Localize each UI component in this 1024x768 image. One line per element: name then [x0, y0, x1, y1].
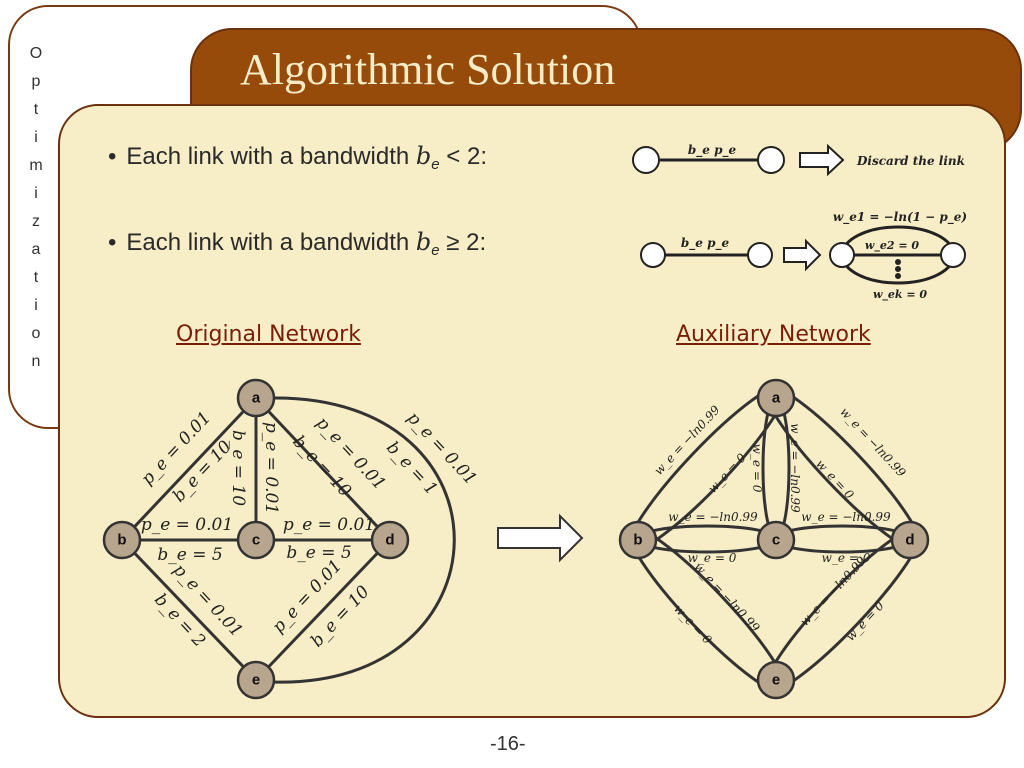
aux-cd-top: w_e = −ln0.99 — [801, 510, 891, 524]
aux-node-d — [890, 520, 930, 560]
rule2-arrow — [783, 238, 822, 272]
side-letter: t — [33, 269, 39, 286]
side-letter: n — [31, 353, 41, 370]
side-letter: t — [33, 101, 39, 118]
rule2-dot-3 — [895, 273, 901, 279]
bullet-2-text: Each link with a bandwidth — [126, 229, 416, 256]
page-number: -16- — [490, 733, 526, 755]
bullet-2: •Each link with a bandwidth be ≥ 2: — [108, 228, 487, 259]
bullet-2-rel: ≥ 2: — [439, 229, 487, 256]
orig-node-e-label: e — [252, 672, 260, 689]
rule1-graphic: b_e p_e Discard the link — [632, 143, 965, 177]
aux-node-a — [756, 378, 796, 418]
rule2-dot-1 — [895, 259, 901, 265]
side-letter: O — [29, 45, 43, 62]
aux-node-c — [756, 520, 796, 560]
bullet-1-sub: e — [431, 156, 440, 173]
side-letter: p — [31, 73, 41, 90]
orig-node-d — [370, 520, 410, 560]
orig-node-b-label: b — [117, 532, 126, 549]
rule2-node-b — [940, 242, 966, 268]
rule2-node-right — [747, 242, 773, 268]
aux-de-outer: w_e = 0 — [843, 598, 887, 643]
rule2-w2: w_e2 = 0 — [865, 239, 919, 253]
orig-node-c — [236, 520, 276, 560]
side-letter: a — [31, 241, 41, 258]
aux-node-e — [756, 660, 796, 700]
orig-edge-de — [254, 538, 392, 682]
aux-ab-inner: w_e = 0 — [705, 450, 749, 495]
rule2-edge-label: b_e p_e — [681, 236, 730, 251]
orig-bc-b: b_e = 5 — [157, 545, 222, 565]
orig-ac-p: p_e = 0.01 — [261, 422, 281, 514]
bullet-2-sub: e — [431, 242, 440, 259]
rule1-node-right — [757, 146, 785, 174]
aux-node-b — [618, 520, 658, 560]
rule2-node-a — [829, 242, 855, 268]
orig-edge-ae — [271, 396, 456, 684]
rule1-arrow — [799, 143, 845, 177]
orig-ac-b: b_e = 10 — [228, 430, 248, 506]
rule2-w1: w_e1 = −ln(1 − p_e) — [833, 210, 967, 225]
rule1-node-left — [632, 146, 660, 174]
rule2-dot-2 — [895, 266, 901, 272]
rule1-edge-label: b_e p_e — [688, 143, 737, 158]
orig-node-a-label: a — [252, 390, 261, 407]
aux-be-outer: w_e = 0 — [671, 602, 715, 647]
aux-node-b-label: b — [633, 532, 642, 549]
orig-edge-ad — [254, 396, 392, 542]
bullet-1-text: Each link with a bandwidth — [126, 143, 416, 170]
original-nodes: a b c d e — [102, 378, 410, 700]
aux-ac-right: w_e = −ln0.99 — [788, 423, 802, 513]
aux-node-c-label: c — [772, 532, 780, 549]
aux-cd-bottom: w_e = 0 — [822, 551, 871, 565]
aux-bc-bottom: w_e = 0 — [688, 551, 737, 565]
orig-node-b — [102, 520, 142, 560]
transform-arrow — [497, 513, 584, 563]
orig-node-d-label: d — [385, 532, 394, 549]
orig-node-c-label: c — [252, 532, 260, 549]
side-letter: i — [34, 185, 38, 202]
bullet-2-var: b — [415, 228, 432, 256]
rule2-wk: w_ek = 0 — [873, 288, 927, 302]
original-network — [120, 396, 456, 684]
aux-node-e-label: e — [772, 672, 780, 689]
heading-original: Original Network — [176, 322, 361, 347]
side-letter: i — [34, 129, 38, 146]
heading-auxiliary: Auxiliary Network — [676, 322, 871, 347]
side-letter: i — [34, 297, 38, 314]
side-letter: z — [32, 213, 40, 230]
aux-bc-top: w_e = −ln0.99 — [668, 510, 758, 524]
rule1-action: Discard the link — [856, 154, 965, 168]
side-letter: m — [29, 157, 43, 174]
rule2-node-left — [640, 242, 666, 268]
slide-title: Algorithmic Solution — [240, 45, 616, 94]
auxiliary-nodes: a b c d e — [618, 378, 930, 700]
orig-node-e — [236, 660, 276, 700]
content-panel — [58, 104, 1006, 718]
aux-ab-outer: w_e = −ln0.99 — [651, 403, 722, 478]
aux-node-d-label: d — [905, 532, 914, 549]
bullet-1-rel: < 2: — [439, 143, 487, 170]
bullet-1-var: b — [415, 142, 432, 170]
aux-node-a-label: a — [772, 390, 781, 407]
rule2-graphic: b_e p_e w_e1 = −ln(1 − p_e) w_e2 = 0 w_e… — [640, 210, 967, 302]
orig-edge-be — [120, 538, 258, 682]
side-letter: o — [31, 325, 41, 342]
aux-ac-left: w_e = 0 — [750, 444, 764, 493]
orig-cd-b: b_e = 5 — [286, 543, 351, 563]
orig-node-a — [236, 378, 276, 418]
orig-edge-ab — [120, 396, 258, 542]
orig-cd-p: p_e = 0.01 — [283, 515, 375, 535]
bullet-1: •Each link with a bandwidth be < 2: — [108, 142, 487, 173]
aux-ad-inner: w_e = 0 — [813, 457, 857, 502]
orig-bc-p: p_e = 0.01 — [141, 515, 233, 535]
